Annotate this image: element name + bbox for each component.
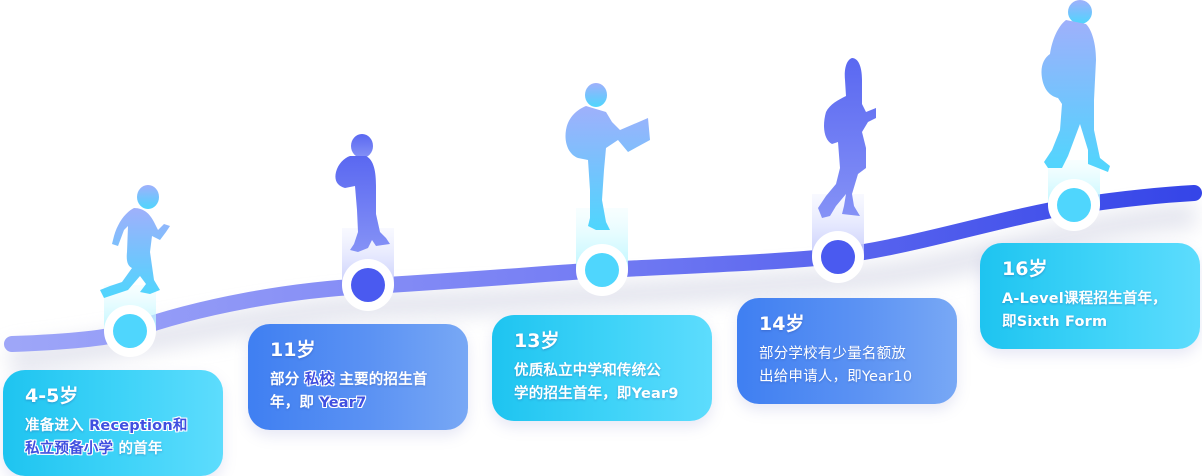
milestone-description: A-Level课程招生首年， 即Sixth Form xyxy=(1002,288,1180,334)
highlighted-term: 私校 xyxy=(304,372,335,388)
description-text: A-Level课程招生首年， xyxy=(1002,291,1167,307)
running-child-silhouette xyxy=(100,185,170,298)
milestone-age: 13岁 xyxy=(514,330,560,352)
milestone-card-13: 13岁 优质私立中学和传统公学的招生首年，即Year9 xyxy=(492,315,712,421)
teen-walking-silhouette xyxy=(1041,0,1110,172)
description-text: 主要的招生首 xyxy=(334,372,428,388)
description-text: 出给申请人，即Year10 xyxy=(759,369,913,385)
milestone-card-4-5: 4-5岁 准备进入 Reception和私立预备小学 的首年 xyxy=(3,370,223,476)
milestone-card-16: 16岁 A-Level课程招生首年， 即Sixth Form xyxy=(980,243,1200,349)
description-text: 准备进入 xyxy=(25,418,90,434)
student-with-backpack-silhouette xyxy=(335,134,390,252)
description-text: 年，即 xyxy=(270,395,320,411)
description-text: 部分 xyxy=(270,372,305,388)
milestone-node xyxy=(812,231,864,283)
highlighted-term: Reception和 xyxy=(89,418,188,434)
milestone-age: 14岁 xyxy=(759,313,805,335)
milestone-description: 部分学校有少量名额放出给申请人，即Year10 xyxy=(759,343,937,389)
description-text: 学的招生首年，即Year9 xyxy=(514,386,679,402)
milestone-card-11: 11岁 部分 私校 主要的招生首年，即 Year7 xyxy=(248,324,468,430)
milestone-card-14: 14岁 部分学校有少量名额放出给申请人，即Year10 xyxy=(737,298,957,404)
description-text: 优质私立中学和传统公 xyxy=(514,363,661,379)
milestone-description: 部分 私校 主要的招生首年，即 Year7 xyxy=(270,369,448,415)
description-text: 的首年 xyxy=(113,441,163,457)
milestone-age: 11岁 xyxy=(270,339,316,361)
milestone-age: 16岁 xyxy=(1002,258,1048,280)
milestone-description: 优质私立中学和传统公学的招生首年，即Year9 xyxy=(514,360,692,406)
milestone-node xyxy=(104,305,156,357)
milestone-age: 4-5岁 xyxy=(25,385,79,407)
description-text: 部分学校有少量名额放 xyxy=(759,346,906,362)
student-reading-silhouette xyxy=(565,83,650,230)
milestone-node xyxy=(1048,179,1100,231)
highlighted-term: 私立预备小学 xyxy=(25,441,114,457)
girl-walking-silhouette xyxy=(818,58,876,218)
milestone-node xyxy=(576,244,628,296)
description-text: 即Sixth Form xyxy=(1002,314,1108,330)
milestone-description: 准备进入 Reception和私立预备小学 的首年 xyxy=(25,415,203,461)
highlighted-term: Year7 xyxy=(319,395,367,411)
milestone-node xyxy=(342,259,394,311)
